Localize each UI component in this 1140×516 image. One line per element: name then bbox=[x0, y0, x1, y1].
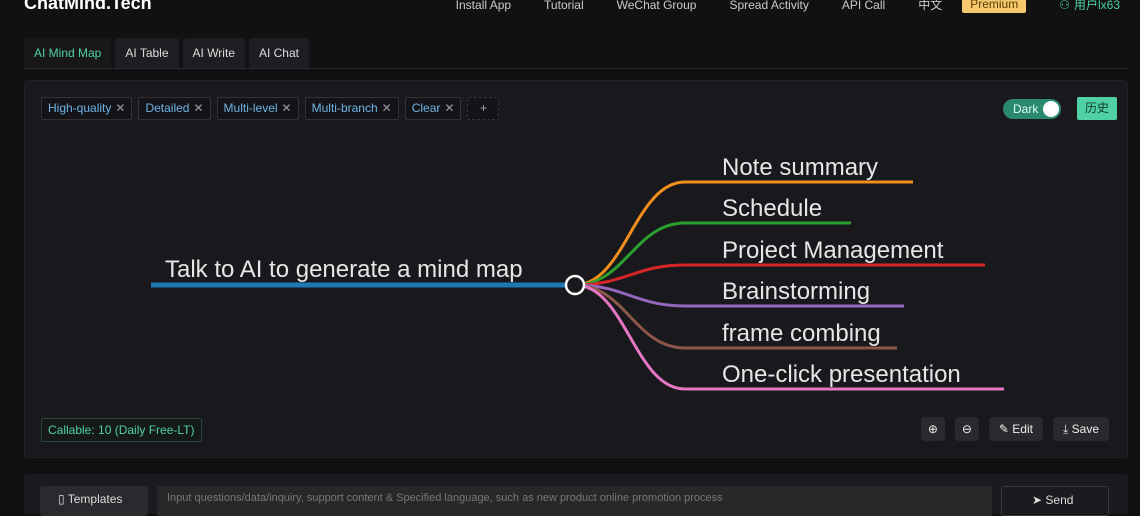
templates-label: Templates bbox=[67, 492, 123, 506]
nav-language[interactable]: 中文 bbox=[918, 0, 943, 12]
map-toolbar: ⊕ ⊖ ✎ Edit ⤓ Save bbox=[920, 417, 1109, 441]
zoom-in-button[interactable]: ⊕ bbox=[920, 417, 945, 441]
send-icon: ➤ bbox=[1032, 493, 1043, 507]
tab-ai-write[interactable]: AI Write bbox=[182, 38, 245, 69]
branch-topic[interactable]: One-click presentation bbox=[722, 361, 961, 388]
save-label: Save bbox=[1071, 422, 1099, 436]
user-menu[interactable]: ⚇用户lx63 bbox=[1059, 0, 1120, 13]
tag-label: Clear bbox=[411, 101, 441, 115]
close-icon[interactable]: ✕ bbox=[193, 101, 204, 115]
branch-topic[interactable]: Brainstorming bbox=[722, 278, 870, 305]
close-icon[interactable]: ✕ bbox=[281, 101, 292, 115]
tab-ai-table[interactable]: AI Table bbox=[115, 38, 179, 69]
nav-tutorial[interactable]: Tutorial bbox=[544, 0, 584, 12]
tag-label: Detailed bbox=[145, 101, 190, 115]
tag-multi-level[interactable]: Multi-level✕ bbox=[216, 97, 299, 120]
tab-divider bbox=[24, 68, 1128, 69]
nav-wechat-group[interactable]: WeChat Group bbox=[616, 0, 697, 12]
nav-spread-activity[interactable]: Spread Activity bbox=[729, 0, 809, 12]
user-name: 用户lx63 bbox=[1073, 0, 1120, 12]
prompt-input[interactable]: Input questions/data/inquiry, support co… bbox=[157, 486, 992, 516]
dark-mode-toggle[interactable]: Dark bbox=[1003, 99, 1061, 119]
callable-count-badge: Callable: 10 (Daily Free-LT) bbox=[41, 418, 202, 442]
branch-topic[interactable]: Schedule bbox=[722, 195, 822, 222]
document-icon: ▯ bbox=[58, 492, 65, 506]
root-topic[interactable]: Talk to AI to generate a mind map bbox=[165, 256, 523, 283]
send-button[interactable]: ➤ Send bbox=[1001, 486, 1109, 516]
tag-detailed[interactable]: Detailed✕ bbox=[138, 97, 211, 120]
pencil-icon: ✎ bbox=[998, 422, 1009, 436]
branch-topic[interactable]: Project Management bbox=[722, 237, 944, 264]
top-nav: Install App Tutorial WeChat Group Spread… bbox=[423, 0, 1120, 13]
user-icon: ⚇ bbox=[1059, 0, 1070, 12]
collapse-node-handle[interactable] bbox=[564, 274, 586, 296]
mode-tabs: AI Mind Map AI Table AI Write AI Chat bbox=[24, 38, 309, 69]
branch-line bbox=[574, 283, 1004, 391]
branch-line bbox=[574, 283, 904, 308]
tag-label: Multi-branch bbox=[311, 101, 378, 115]
zoom-in-icon: ⊕ bbox=[927, 422, 938, 436]
download-icon: ⤓ bbox=[1062, 422, 1069, 436]
send-label: Send bbox=[1045, 493, 1074, 507]
zoom-out-icon: ⊖ bbox=[961, 422, 972, 436]
edit-label: Edit bbox=[1012, 422, 1033, 436]
branch-topic[interactable]: Note summary bbox=[722, 154, 878, 181]
premium-button[interactable]: Premium bbox=[962, 0, 1027, 13]
style-tags: High-quality✕ Detailed✕ Multi-level✕ Mul… bbox=[41, 97, 500, 120]
tag-clear[interactable]: Clear✕ bbox=[404, 97, 462, 120]
zoom-out-button[interactable]: ⊖ bbox=[954, 417, 979, 441]
tag-label: High-quality bbox=[48, 101, 112, 115]
tag-high-quality[interactable]: High-quality✕ bbox=[41, 97, 133, 120]
tab-ai-mind-map[interactable]: AI Mind Map bbox=[24, 38, 112, 69]
edit-button[interactable]: ✎ Edit bbox=[988, 417, 1043, 441]
close-icon[interactable]: ✕ bbox=[381, 101, 392, 115]
branch-topic[interactable]: frame combing bbox=[722, 320, 881, 347]
branch-line bbox=[574, 180, 913, 287]
brand-logo[interactable]: ChatMind.Tech bbox=[24, 0, 152, 13]
close-icon[interactable]: ✕ bbox=[115, 101, 126, 115]
branch-line bbox=[574, 221, 851, 287]
tab-ai-chat[interactable]: AI Chat bbox=[248, 38, 309, 69]
history-button[interactable]: 历史 bbox=[1077, 97, 1117, 120]
mind-map-panel: Talk to AI to generate a mind map Note su… bbox=[24, 80, 1128, 458]
save-button[interactable]: ⤓ Save bbox=[1052, 417, 1109, 441]
nav-install-app[interactable]: Install App bbox=[455, 0, 512, 12]
mind-map-canvas[interactable]: Talk to AI to generate a mind map Note su… bbox=[25, 81, 1129, 459]
tag-multi-branch[interactable]: Multi-branch✕ bbox=[304, 97, 399, 120]
branch-line bbox=[574, 263, 985, 287]
input-bar: ▯ Templates Input questions/data/inquiry… bbox=[24, 474, 1128, 516]
templates-button[interactable]: ▯ Templates bbox=[40, 486, 148, 516]
nav-api-call[interactable]: API Call bbox=[841, 0, 886, 12]
tag-label: Multi-level bbox=[223, 101, 278, 115]
add-tag-button[interactable]: + bbox=[467, 97, 500, 120]
close-icon[interactable]: ✕ bbox=[444, 101, 455, 115]
